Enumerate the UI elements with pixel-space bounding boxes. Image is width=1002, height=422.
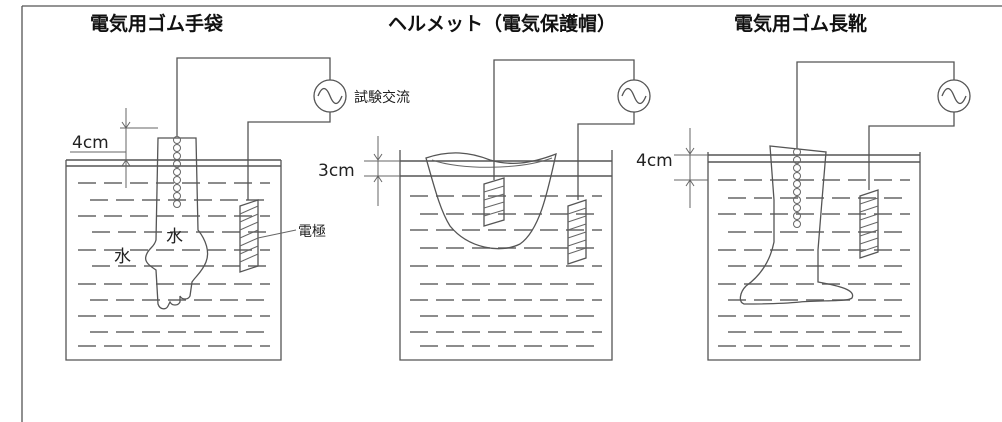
water-dashes [718,179,910,347]
title-rubber-gloves: 電気用ゴム手袋 [90,12,224,35]
boot-setup: 4cm [636,61,971,361]
electrode-plate [567,199,587,265]
water-dashes [78,182,270,347]
depth-dimension-boot [674,128,708,208]
ac-source-icon [313,79,347,113]
water-tank-helmet [399,150,613,361]
wire-to-source [493,59,635,180]
helmet-setup: 3cm [318,59,651,361]
ac-source-icon [617,79,651,113]
glove-setup: 試験交流 電極 水 水 4cm [65,57,410,361]
sine-wave-icon [941,87,967,105]
title-helmet: ヘルメット（電気保護帽） [388,12,616,35]
test-ac-label: 試験交流 [354,89,410,106]
ac-source-icon [937,79,971,113]
sine-wave-icon [317,87,343,105]
depth-label-glove: 4cm [72,133,109,153]
sine-wave-icon [621,87,647,105]
wire-to-source [176,57,331,136]
water-tank-glove [65,160,282,361]
wire-from-electrode [247,112,331,200]
helmet-rim [431,157,553,168]
bead-chain-electrode [173,136,181,208]
depth-label-helmet: 3cm [318,161,355,181]
depth-dimension-helmet [364,136,400,206]
water-tank-boot [707,152,921,361]
inner-electrode-plate [483,177,505,227]
wire-from-electrode [868,112,955,190]
wire-to-source [796,61,955,148]
rubber-boot [739,145,854,305]
electrode-plate [859,189,879,259]
depth-label-boot: 4cm [636,151,673,171]
water-dashes [410,195,602,347]
rubber-glove [144,137,209,310]
electrode-label: 電極 [298,224,326,240]
wire-from-electrode [577,112,635,200]
electrode-leader [257,229,297,239]
electrode-plate [239,199,259,273]
water-label-inner: 水 [166,227,183,247]
bead-chain-electrode [793,148,801,228]
title-rubber-boots: 電気用ゴム長靴 [734,12,867,35]
helmet-shell [425,152,557,250]
water-label-outer: 水 [114,247,131,267]
depth-dimension-glove [70,108,158,188]
